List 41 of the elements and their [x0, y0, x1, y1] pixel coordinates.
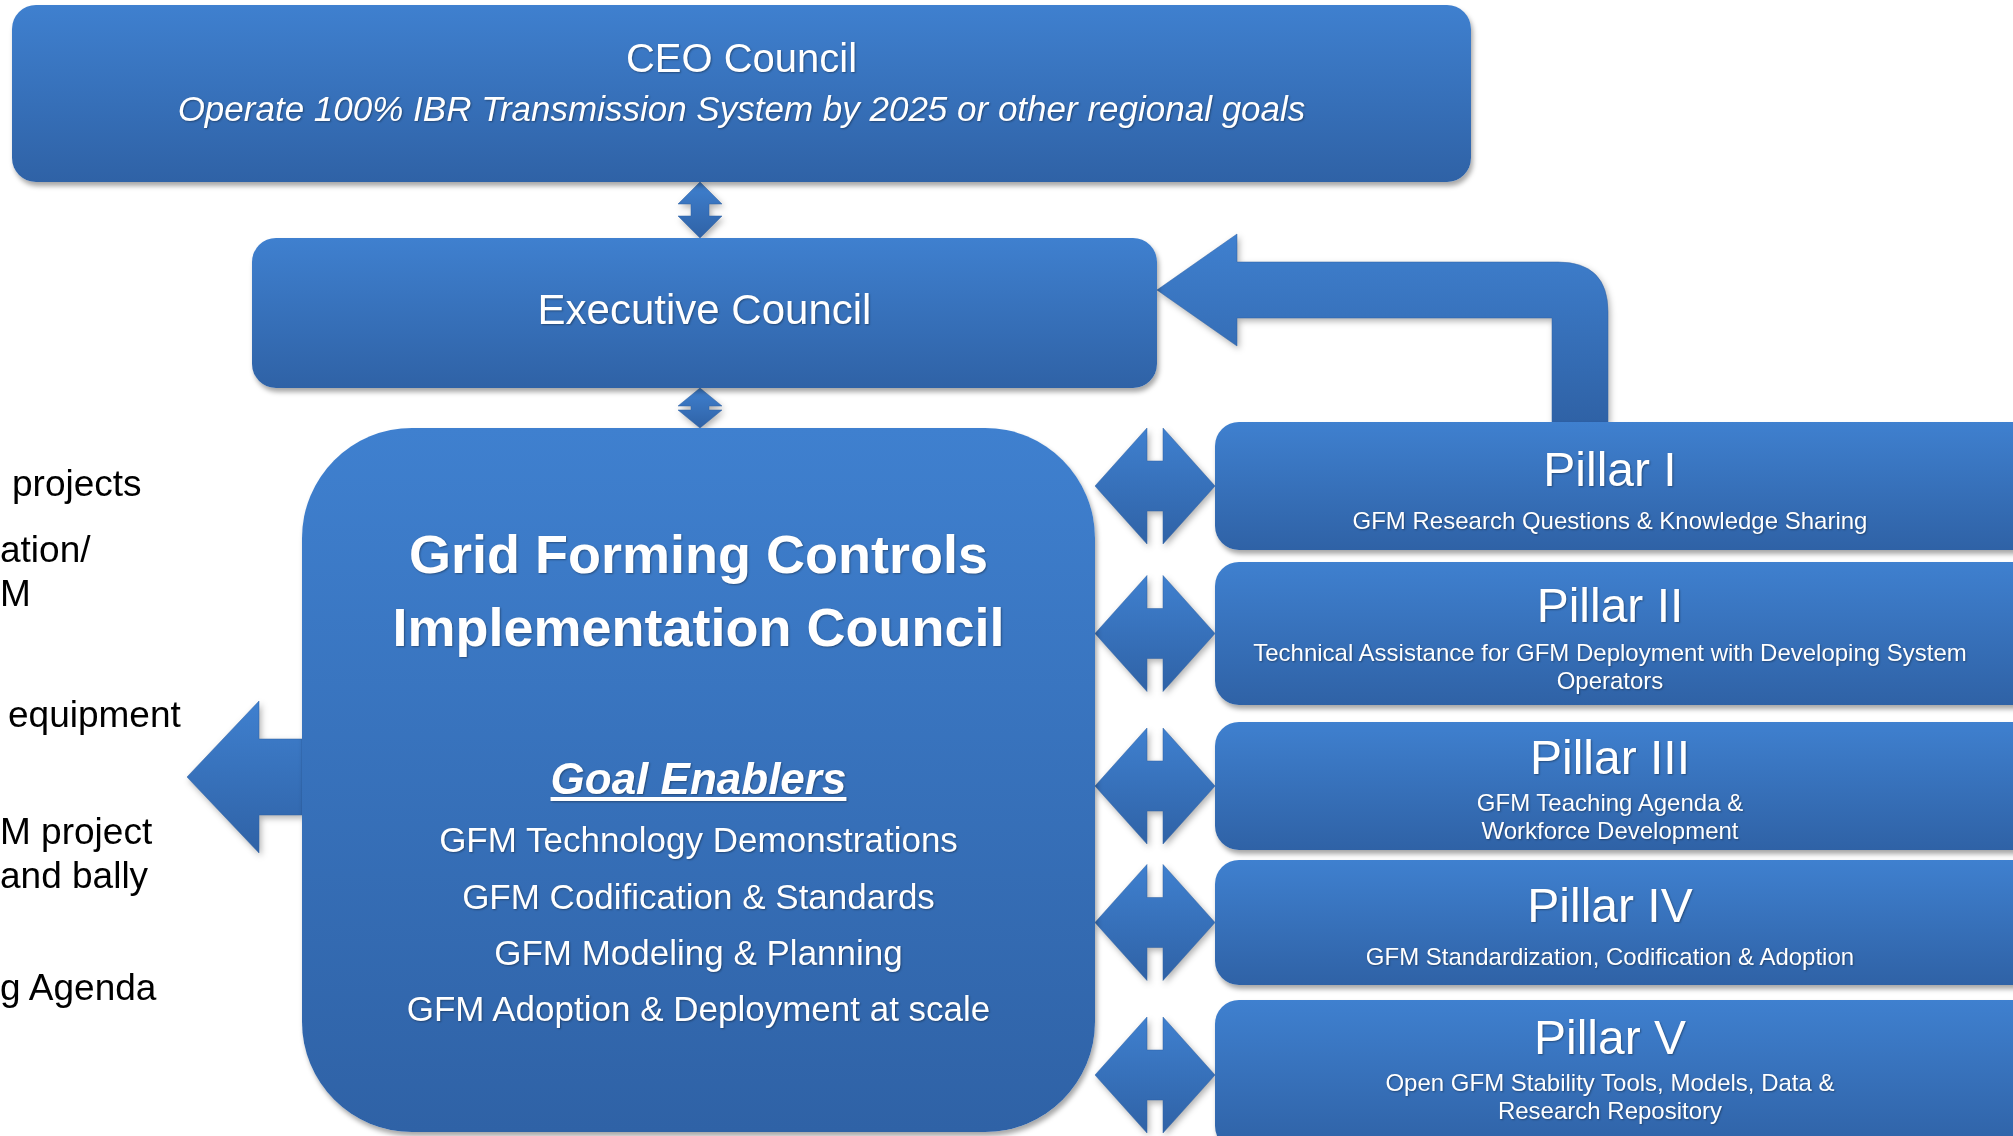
bullet-text: equipment	[8, 693, 181, 737]
heading-text: CEO Council	[625, 35, 858, 81]
block-arrow	[1094, 1016, 1216, 1134]
block-arrow	[1094, 575, 1216, 692]
body-text: GFM Technology Demonstrations	[439, 820, 958, 861]
body-text: GFM Codification & Standards	[462, 876, 935, 917]
bullet-text: ation/ M	[0, 528, 92, 617]
block-arrow	[677, 181, 723, 239]
block-arrow	[186, 700, 303, 854]
heading-text: Pillar II	[1536, 578, 1684, 634]
body-text: GFM Research Questions & Knowledge Sharing	[1352, 507, 1868, 535]
body-text: Open GFM Stability Tools, Models, Data & Research Repository	[1384, 1069, 1836, 1125]
heading-text: Pillar V	[1533, 1010, 1686, 1066]
body-text: GFM Teaching Agenda & Workforce Development	[1475, 789, 1745, 845]
council-box	[12, 5, 1471, 182]
heading-text: Pillar I	[1543, 442, 1677, 498]
body-text: GFM Standardization, Codification & Adoption	[1365, 943, 1855, 971]
bullet-text: g Agenda	[0, 966, 157, 1010]
council-box	[1215, 860, 2013, 985]
heading-text: Pillar IV	[1527, 878, 1693, 934]
council-box	[302, 428, 1095, 1132]
council-box	[1215, 722, 2013, 850]
block-arrow	[1094, 427, 1216, 545]
council-box	[1215, 422, 2013, 550]
block-arrow	[1156, 233, 1609, 423]
body-text: GFM Adoption & Deployment at scale	[406, 989, 991, 1030]
body-text: Technical Assistance for GFM Deployment with Developing System Operators	[1252, 639, 1968, 695]
body-text: GFM Modeling & Planning	[494, 932, 903, 974]
heading-text: Executive Council	[537, 286, 872, 335]
block-arrow	[677, 387, 723, 429]
council-box	[1215, 562, 2013, 705]
block-arrow	[1094, 727, 1216, 845]
council-box	[1215, 1000, 2013, 1136]
heading-text: Pillar III	[1530, 730, 1690, 786]
body-text: Operate 100% IBR Transmission System by 2025 or other regional goals	[177, 89, 1306, 130]
heading-text: Grid Forming Controls Implementation Council	[391, 523, 1006, 659]
council-box	[252, 238, 1157, 388]
bullet-text: M project and bally	[0, 810, 154, 899]
bullet-text: projects	[12, 462, 142, 506]
body-text: Goal Enablers	[550, 753, 847, 805]
block-arrow	[1094, 864, 1216, 981]
